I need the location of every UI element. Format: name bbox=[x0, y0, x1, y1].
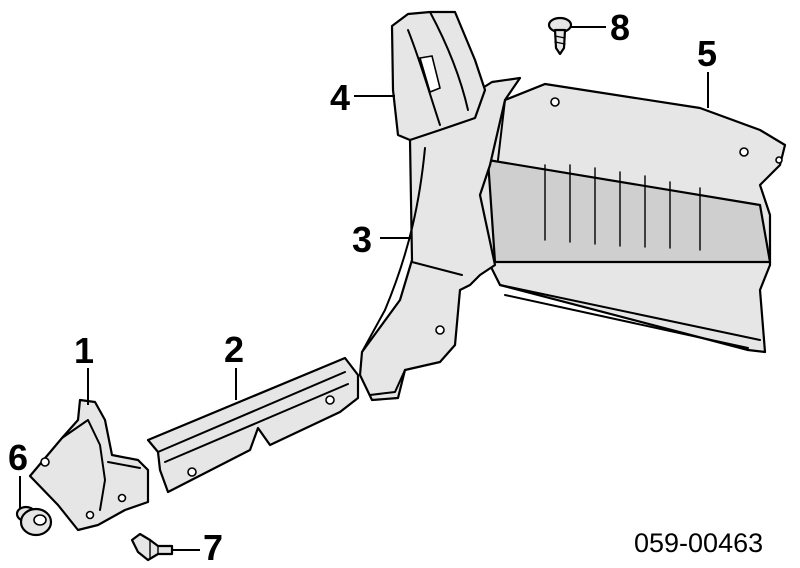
mounting-hole bbox=[187, 467, 197, 477]
callout-4: 4 bbox=[330, 77, 350, 118]
part-6-push-clip bbox=[15, 505, 53, 537]
mounting-hole bbox=[775, 156, 783, 164]
part-8-fastener bbox=[547, 16, 573, 56]
leader-lines bbox=[19, 26, 709, 551]
mounting-hole bbox=[325, 395, 335, 405]
mounting-hole bbox=[117, 493, 127, 503]
callout-7: 7 bbox=[203, 527, 223, 568]
callout-3: 3 bbox=[352, 219, 372, 260]
part-1-kick-panel bbox=[28, 398, 150, 532]
diagram-reference-code: 059-00463 bbox=[634, 528, 763, 558]
mounting-hole bbox=[550, 97, 560, 107]
callout-1: 1 bbox=[74, 330, 94, 371]
mounting-hole bbox=[85, 510, 95, 520]
slot-hole bbox=[418, 55, 441, 94]
callout-6: 6 bbox=[8, 437, 28, 478]
part-3-quarter-trim-panel bbox=[358, 76, 522, 402]
callout-2: 2 bbox=[224, 329, 244, 370]
part-7-screw-clip bbox=[130, 532, 174, 562]
mounting-hole bbox=[40, 457, 50, 467]
part-4-pillar-trim bbox=[390, 10, 487, 142]
callout-5: 5 bbox=[697, 33, 717, 74]
mounting-hole bbox=[435, 325, 445, 335]
callout-8: 8 bbox=[610, 7, 630, 48]
part-2-sill-plate bbox=[146, 356, 360, 494]
part-5-rear-trim-panel bbox=[476, 82, 787, 354]
mounting-hole bbox=[739, 147, 749, 157]
